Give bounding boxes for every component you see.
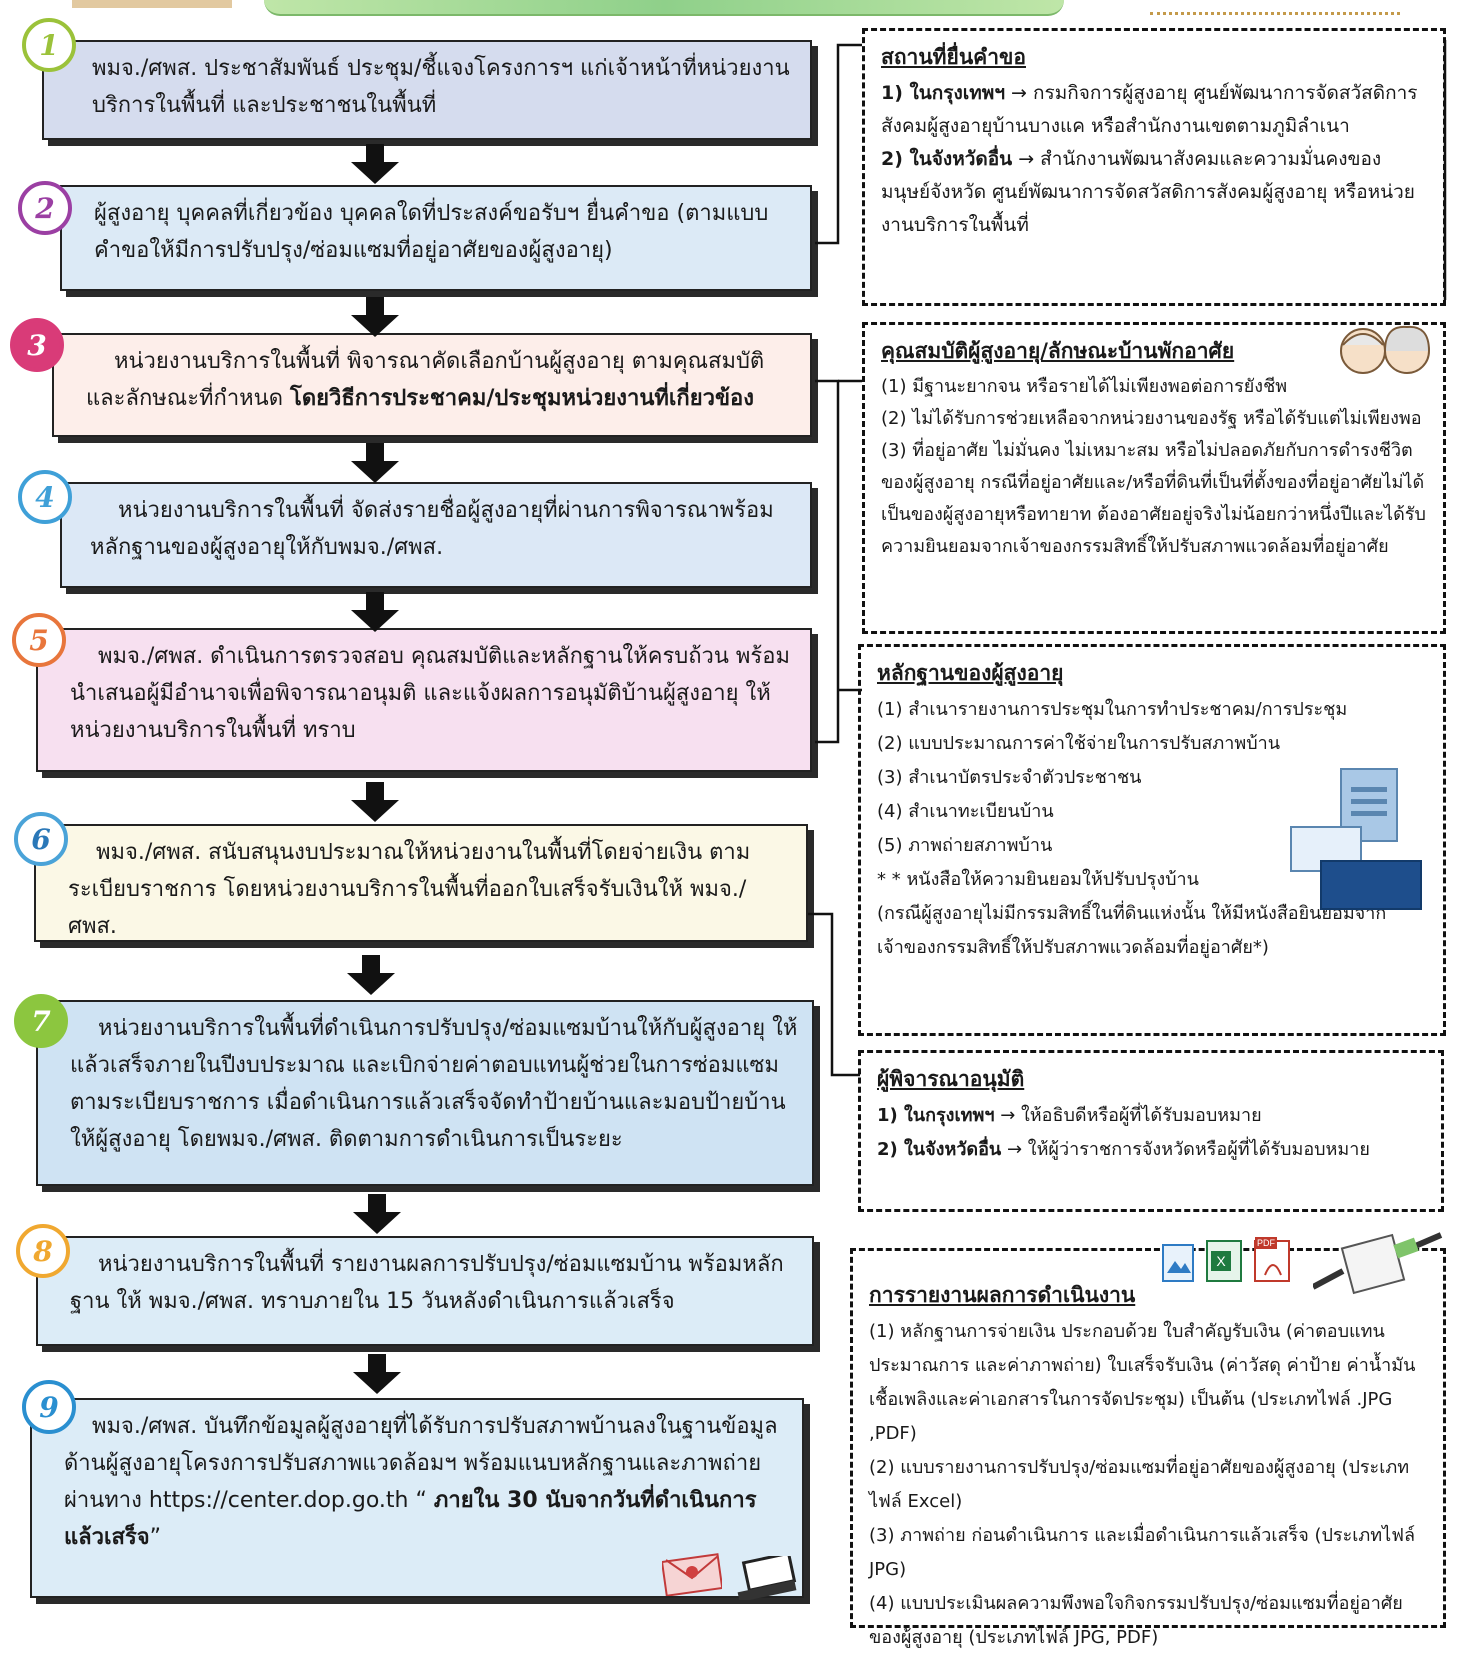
location-province: 2) ในจังหวัดอื่น → สำนักงานพัฒนาสังคมและ… (881, 148, 1415, 236)
qualification-panel: คุณสมบัติผู้สูงอายุ/ลักษณะบ้านพักอาศัย (… (862, 322, 1446, 634)
step-3-text-main: หน่วยงานบริการในพื้นที่ พิจารณาคัดเลือกบ… (86, 349, 765, 411)
step-2-text: ผู้สูงอายุ บุคคลที่เกี่ยวข้อง บุคคลใดที่… (94, 201, 769, 263)
approver-panel: ผู้พิจารณาอนุมัติ 1) ในกรุงเทพฯ → ให้อธิ… (858, 1050, 1444, 1212)
step-5-box: พมจ./ศพส. ดำเนินการตรวจสอบ คุณสมบัติและห… (36, 628, 812, 772)
laptop-icon (737, 1556, 797, 1600)
location-bangkok: 1) ในกรุงเทพฯ → กรมกิจการผู้สูงอายุ ศูนย… (881, 82, 1418, 137)
evidence-item: (กรณีผู้สูงอายุไม่มีกรรมสิทธิ์ในที่ดินแห… (877, 903, 1387, 958)
excel-file-icon-letter: X (1216, 1253, 1226, 1269)
step-7-number-badge: 7 (14, 994, 68, 1048)
arrow-right-icon: → (1006, 1139, 1028, 1160)
report-item: (1) หลักฐานการจ่ายเงิน ประกอบด้วย ใบสำคั… (869, 1321, 1416, 1444)
report-panel-title: การรายงานผลการดำเนินงาน (869, 1283, 1136, 1307)
step-2-number-badge: 2 (18, 181, 72, 235)
step-4-text: หน่วยงานบริการในพื้นที่ จัดส่งรายชื่อผู้… (90, 498, 774, 560)
approver-bangkok: 1) ในกรุงเทพฯ → ให้อธิบดีหรือผู้ที่ได้รั… (877, 1105, 1262, 1126)
evidence-item: (4) สำเนาทะเบียนบ้าน (877, 801, 1054, 822)
step-5-text: พมจ./ศพส. ดำเนินการตรวจสอบ คุณสมบัติและห… (70, 644, 790, 743)
step-9-text-main: พมจ./ศพส. บันทึกข้อมูลผู้สูงอายุที่ได้รั… (64, 1414, 778, 1513)
step-2-box: ผู้สูงอายุ บุคคลที่เกี่ยวข้อง บุคคลใดที่… (60, 185, 812, 291)
evidence-item: (1) สำเนารายงานการประชุมในการทำประชาคม/ก… (877, 699, 1348, 720)
report-item: (3) ภาพถ่าย ก่อนดำเนินการ และเมื่อดำเนิน… (869, 1525, 1415, 1580)
qualification-item: (2) ไม่ได้รับการช่วยเหลือจากหน่วยงานของร… (881, 408, 1422, 429)
step-9-text-bold: ภายใน 30 นับจากวันที่ดำเนินการแล้วเสร็จ (64, 1488, 757, 1550)
step-1-text: พมจ./ศพส. ประชาสัมพันธ์ ประชุม/ชี้แจงโคร… (92, 56, 790, 118)
step-1-number-badge: 1 (22, 18, 76, 72)
hands-documents-icon (1313, 1232, 1443, 1295)
top-left-decoration (72, 0, 232, 8)
envelope-icon (662, 1553, 722, 1596)
pdf-file-icon: PDF (1254, 1237, 1290, 1282)
step-6-number-badge: 6 (14, 812, 68, 866)
report-item: (2) แบบรายงานการปรับปรุง/ซ่อมแซมที่อยู่อ… (869, 1457, 1410, 1512)
elderly-couple-icon (1340, 325, 1430, 374)
step-8-number-badge: 8 (16, 1224, 70, 1278)
step-8-box: หน่วยงานบริการในพื้นที่ รายงานผลการปรับป… (36, 1236, 814, 1346)
top-banner-decoration (264, 0, 1064, 16)
step-3-number-badge: 3 (10, 318, 64, 372)
step-6-box: พมจ./ศพส. สนับสนุนงบประมาณให้หน่วยงานในพ… (34, 824, 808, 942)
id-documents-icon (1290, 768, 1422, 910)
step-8-text: หน่วยงานบริการในพื้นที่ รายงานผลการปรับป… (70, 1252, 784, 1314)
step-1-box: พมจ./ศพส. ประชาสัมพันธ์ ประชุม/ชี้แจงโคร… (42, 40, 812, 140)
qualification-item: (1) มีฐานะยากจน หรือรายได้ไม่เพียงพอต่อก… (881, 376, 1288, 397)
qualification-panel-title: คุณสมบัติผู้สูงอายุ/ลักษณะบ้านพักอาศัย (881, 339, 1235, 363)
arrow-right-icon: → (1011, 82, 1033, 104)
step-4-box: หน่วยงานบริการในพื้นที่ จัดส่งรายชื่อผู้… (60, 482, 812, 588)
step-9-number-badge: 9 (22, 1380, 76, 1434)
location-panel: สถานที่ยื่นคำขอ 1) ในกรุงเทพฯ → กรมกิจกา… (862, 28, 1446, 306)
step-5-number-badge: 5 (12, 613, 66, 667)
arrow-right-icon: → (1018, 148, 1041, 170)
step-3-box: หน่วยงานบริการในพื้นที่ พิจารณาคัดเลือกบ… (52, 333, 812, 437)
pdf-file-icon-label: PDF (1257, 1238, 1276, 1248)
step-6-text: พมจ./ศพส. สนับสนุนงบประมาณให้หน่วยงานในพ… (68, 840, 751, 939)
step-7-text: หน่วยงานบริการในพื้นที่ดำเนินการปรับปรุง… (70, 1016, 798, 1152)
step-3-text-bold: โดยวิธีการประชาคม/ประชุมหน่วยงานที่เกี่ย… (290, 386, 754, 411)
arrow-right-icon: → (1000, 1105, 1022, 1126)
approver-province: 2) ในจังหวัดอื่น → ให้ผู้ว่าราชการจังหวั… (877, 1139, 1370, 1160)
evidence-item: * * หนังสือให้ความยินยอมให้ปรับปรุงบ้าน (877, 869, 1199, 890)
evidence-item: (5) ภาพถ่ายสภาพบ้าน (877, 835, 1053, 856)
evidence-panel: หลักฐานของผู้สูงอายุ (1) สำเนารายงานการป… (858, 644, 1446, 1036)
location-panel-title: สถานที่ยื่นคำขอ (881, 45, 1026, 69)
top-right-decoration (1150, 0, 1400, 15)
evidence-item: (3) สำเนาบัตรประจำตัวประชาชน (877, 767, 1142, 788)
step-4-number-badge: 4 (18, 470, 72, 524)
image-file-icon (1162, 1244, 1194, 1282)
approver-panel-title: ผู้พิจารณาอนุมัติ (877, 1067, 1025, 1091)
step-3-text: หน่วยงานบริการในพื้นที่ พิจารณาคัดเลือกบ… (72, 343, 796, 417)
evidence-item: (2) แบบประมาณการค่าใช้จ่ายในการปรับสภาพบ… (877, 733, 1281, 754)
step-7-box: หน่วยงานบริการในพื้นที่ดำเนินการปรับปรุง… (36, 1000, 814, 1186)
evidence-panel-title: หลักฐานของผู้สูงอายุ (877, 661, 1064, 685)
qualification-item: (3) ที่อยู่อาศัย ไม่มั่นคง ไม่เหมาะสม หร… (881, 440, 1426, 557)
step-9-text: พมจ./ศพส. บันทึกข้อมูลผู้สูงอายุที่ได้รั… (64, 1414, 778, 1550)
excel-file-icon: X (1206, 1240, 1242, 1282)
